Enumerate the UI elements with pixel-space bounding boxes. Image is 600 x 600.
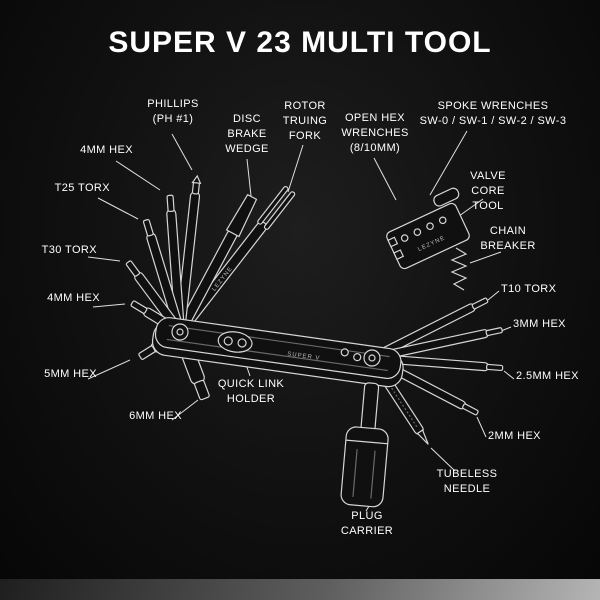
- leader-line: [487, 290, 500, 301]
- footer-gradient-bar: [0, 579, 600, 600]
- label-plug-carrier: PLUG CARRIER: [340, 510, 394, 537]
- leader-line: [246, 158, 252, 197]
- multitool-illustration: LEZYNE: [125, 174, 504, 508]
- chain-breaker-block: LEZYNE: [386, 187, 470, 270]
- t25-torx-arm: [142, 218, 184, 333]
- label-4mm-hex-top: 4MM HEX: [80, 144, 133, 156]
- chain-breaker-spring: [450, 247, 468, 291]
- label-tubeless-needle: TUBELESS NEEDLE: [436, 468, 498, 495]
- valve-core-tool-shape: [433, 187, 460, 207]
- leader-line: [87, 359, 131, 380]
- quick-link-hole: [223, 336, 233, 346]
- spoke-wrench-hole: [413, 228, 422, 236]
- leader-line: [87, 256, 121, 262]
- quick-link-hole: [237, 338, 247, 348]
- leader-line: [115, 160, 161, 191]
- open-hex-notch: [387, 236, 399, 248]
- plug-carrier-shape: [340, 382, 389, 508]
- leader-line: [476, 416, 487, 438]
- label-2mm-hex: 2MM HEX: [488, 430, 541, 442]
- leader-line: [430, 447, 456, 472]
- right-pivot-screw-center: [368, 354, 376, 362]
- leader-line: [287, 144, 304, 193]
- label-4mm-hex-left: 4MM HEX: [47, 292, 100, 304]
- model-marking: SUPER V: [287, 351, 321, 362]
- leader-line: [429, 130, 468, 196]
- page-title: SUPER V 23 MULTI TOOL: [108, 26, 492, 59]
- leader-line: [97, 197, 139, 220]
- leader-line: [469, 251, 502, 264]
- label-valve-core-tool: VALVE CORE TOOL: [470, 170, 506, 212]
- label-spoke-wrenches: SPOKE WRENCHES SW-0 / SW-1 / SW-2 / SW-3: [419, 100, 567, 127]
- label-6mm-hex: 6MM HEX: [129, 410, 182, 422]
- leader-line: [458, 198, 484, 217]
- leader-line: [171, 133, 193, 171]
- leader-line: [92, 303, 126, 308]
- body-hole: [340, 348, 349, 357]
- leader-line: [503, 370, 515, 380]
- label-disc-brake-wedge: DISC BRAKE WEDGE: [225, 113, 269, 155]
- tool-body: SUPER V: [151, 317, 404, 388]
- spoke-wrench-hole: [400, 234, 409, 242]
- label-chain-breaker: CHAIN BREAKER: [480, 225, 536, 252]
- leader-line: [373, 157, 397, 201]
- label-quick-link-holder: QUICK LINK HOLDER: [217, 378, 285, 405]
- label-open-hex-wrenches: OPEN HEX WRENCHES (8/10MM): [341, 112, 409, 154]
- open-hex-notch: [393, 249, 405, 261]
- label-phillips: PHILLIPS (PH #1): [147, 98, 199, 125]
- label-5mm-hex: 5MM HEX: [44, 368, 97, 380]
- body-hole: [353, 353, 362, 362]
- label-t25-torx: T25 TORX: [54, 182, 110, 194]
- label-2-5mm-hex: 2.5MM HEX: [516, 370, 579, 382]
- leader-line: [171, 399, 199, 421]
- spoke-wrench-hole: [438, 216, 447, 225]
- label-t30-torx: T30 TORX: [41, 244, 97, 256]
- label-rotor-truing-fork: ROTOR TRUING FORK: [282, 100, 328, 142]
- spoke-wrench-hole: [426, 222, 434, 231]
- label-t10-torx: T10 TORX: [501, 283, 557, 295]
- left-pivot-screw-center: [176, 328, 184, 336]
- label-3mm-hex: 3MM HEX: [513, 318, 566, 330]
